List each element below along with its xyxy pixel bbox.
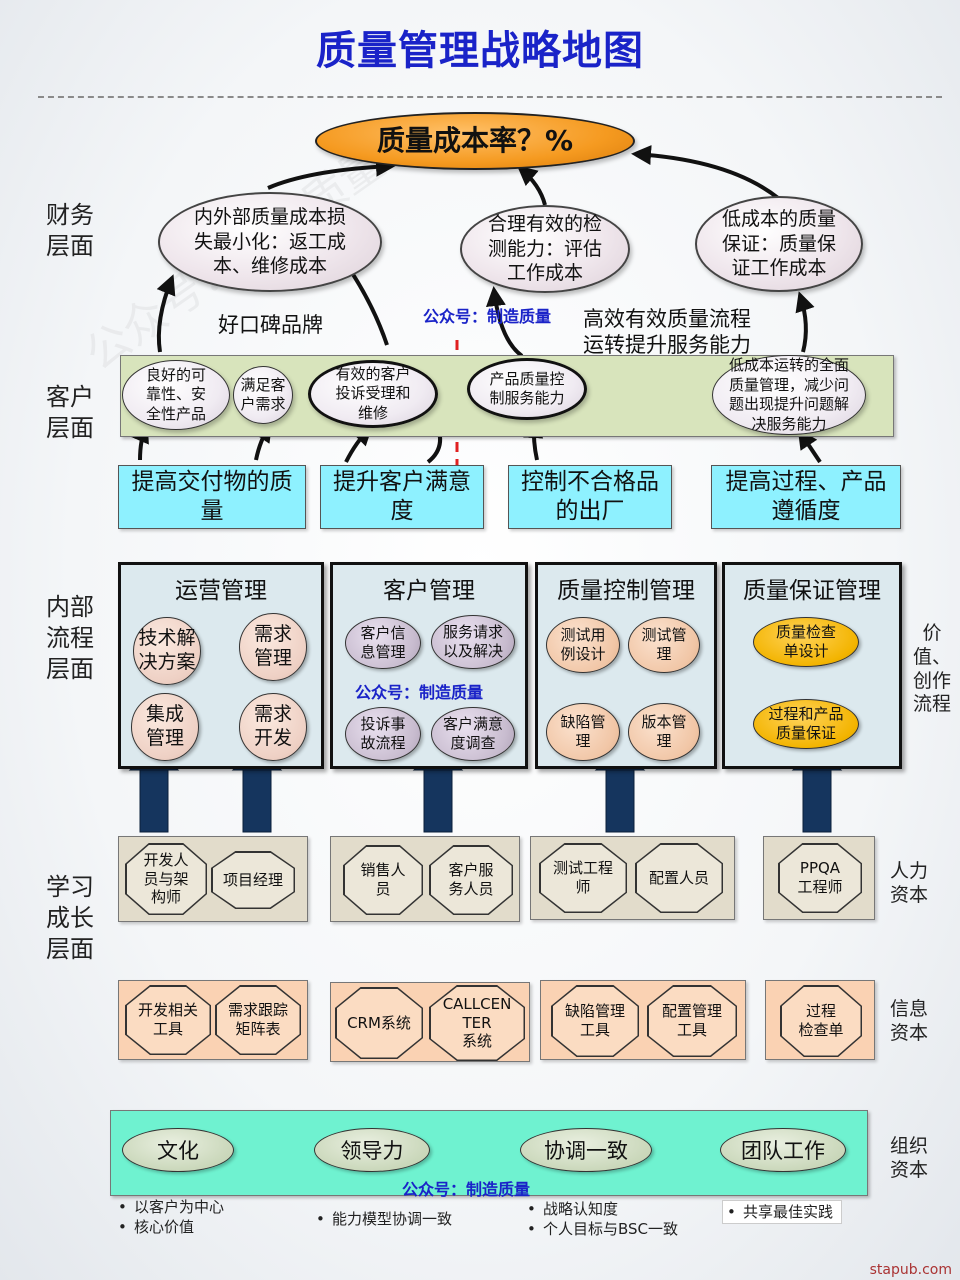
process-item-service-request: 服务请求 以及解决: [431, 615, 515, 669]
org-item-teamwork: 团队工作: [720, 1128, 846, 1172]
layer-label-internal: 内部 流程 层面: [46, 593, 94, 684]
brand-label: 好口碑品牌: [218, 313, 323, 337]
note-list-teamwork: 共享最佳实践: [722, 1200, 843, 1225]
process-box-quality-control: 质量控制管理 测试用 例设计 测试管 理 缺陷管 理 版本管 理: [535, 562, 717, 769]
note-list-culture: 以客户为中心 核心价值: [118, 1197, 224, 1238]
process-title-customer: 客户管理: [383, 578, 475, 604]
process-item-requirement-mgmt: 需求 管理: [239, 613, 307, 681]
arrow-up-2: [242, 769, 272, 833]
side-label-value-process: 价值、 创作 流程: [912, 622, 951, 716]
financial-objective-low-cost-qa: 低成本的质量 保证：质量保 证工作成本: [695, 196, 863, 292]
human-item-test-engineer: 测试工程 师: [539, 843, 627, 913]
arrow-up-4: [605, 769, 635, 833]
org-item-culture: 文化: [122, 1128, 234, 1172]
arrow-cust-to-fin-left: [156, 274, 176, 353]
process-box-operations: 运营管理 技术解 决方案 需求 管理 集成 管理 需求 开发: [118, 562, 324, 769]
process-item-tech-solution: 技术解 决方案: [133, 617, 201, 685]
arrow-up-5: [802, 769, 832, 833]
process-title-quality-assurance: 质量保证管理: [743, 578, 881, 604]
customer-oval-complaint-handling: 有效的客户 投诉受理和 维修: [308, 360, 438, 428]
arrow-fin-left-to-goal: [267, 156, 396, 190]
human-item-sales: 销售人 员: [343, 845, 423, 915]
process-item-process-product-qa: 过程和产品 质量保证: [753, 699, 859, 749]
human-item-customer-service: 客户服 务人员: [429, 845, 513, 915]
watermark-label-1: 公众号：制造质量: [423, 307, 552, 326]
arrow-cust5-to-fin-right: [795, 291, 815, 353]
process-item-test-management: 测试管 理: [628, 617, 700, 673]
arrow-fin-mid-to-goal: [516, 165, 547, 206]
info-capital-group-checklist: 过程 检查单: [765, 980, 875, 1060]
process-item-test-case-design: 测试用 例设计: [546, 617, 620, 673]
process-title-quality-control: 质量控制管理: [557, 578, 695, 604]
human-item-project-manager: 项目经理: [211, 851, 295, 909]
financial-objective-inspection: 合理有效的检 测能力：评估 工作成本: [460, 205, 630, 293]
info-capital-group-crm: CRM系统 CALLCEN TER 系统: [330, 982, 530, 1062]
info-capital-group-defect: 缺陷管理 工具 配置管理 工具: [540, 980, 746, 1060]
process-item-customer-info: 客户信 息管理: [345, 617, 421, 669]
layer-label-learning: 学习 成长 层面: [46, 873, 94, 964]
human-capital-group-test: 测试工程 师 配置人员: [530, 836, 735, 920]
info-item-callcenter: CALLCEN TER 系统: [429, 985, 525, 1061]
info-item-dev-tools: 开发相关 工具: [125, 985, 211, 1055]
process-box-quality-assurance: 质量保证管理 质量检查 单设计 过程和产品 质量保证: [722, 562, 902, 769]
customer-oval-tqm: 低成本运转的全面 质量管理，减少问 题出现提升问题解 决服务能力: [712, 355, 866, 435]
human-capital-group-dev: 开发人 员与架 构师 项目经理: [118, 836, 308, 922]
org-item-leadership: 领导力: [314, 1128, 430, 1172]
note-list-alignment: 战略认知度 个人目标与BSC一致: [527, 1199, 678, 1240]
human-item-developers: 开发人 员与架 构师: [125, 843, 207, 915]
financial-objective-cost-loss: 内外部质量成本损 失最小化：返工成 本、维修成本: [158, 192, 382, 292]
process-item-satisfaction-survey: 客户满意 度调查: [431, 707, 515, 761]
process-item-defect-management: 缺陷管 理: [546, 703, 620, 761]
process-title-operations: 运营管理: [175, 578, 267, 604]
human-capital-group-ppqa: PPQA 工程师: [763, 836, 875, 920]
side-label-info-capital: 信息 资本: [889, 998, 928, 1044]
watermark-label-2: 公众号：制造质量: [355, 683, 484, 702]
side-label-org-capital: 组织 资本: [889, 1135, 928, 1181]
human-item-ppqa: PPQA 工程师: [778, 843, 862, 913]
layer-label-customer: 客户 层面: [46, 383, 94, 443]
process-item-checklist-design: 质量检查 单设计: [753, 617, 859, 667]
goal-box-defect-control: 控制不合格品 的出厂: [508, 465, 672, 529]
title-divider: [38, 96, 942, 98]
layer-label-financial: 财务 层面: [46, 201, 94, 261]
process-item-requirement-dev: 需求 开发: [239, 693, 307, 761]
process-box-customer: 客户管理 客户信 息管理 服务请求 以及解决 公众号：制造质量 投诉事 故流程 …: [330, 562, 528, 769]
info-item-process-checklist: 过程 检查单: [780, 985, 862, 1057]
customer-oval-reliable-product: 良好的可 靠性、安 全性产品: [122, 360, 230, 430]
info-item-config-tool: 配置管理 工具: [647, 985, 737, 1057]
info-item-defect-tool: 缺陷管理 工具: [551, 985, 639, 1057]
side-label-human-capital: 人力 资本: [889, 860, 928, 906]
info-capital-group-dev: 开发相关 工具 需求跟踪 矩阵表: [118, 980, 308, 1060]
human-item-config-staff: 配置人员: [635, 843, 723, 913]
quality-cost-rate-goal: 质量成本率？%: [315, 112, 635, 170]
footer-site: stapub.com: [869, 1262, 952, 1278]
goal-box-deliverable-quality: 提高交付物的质 量: [118, 465, 306, 529]
human-capital-group-sales: 销售人 员 客户服 务人员: [330, 836, 520, 922]
goal-box-customer-satisfaction: 提升客户满意 度: [320, 465, 484, 529]
info-item-crm: CRM系统: [335, 987, 423, 1059]
note-list-leadership: 能力模型协调一致: [316, 1209, 452, 1229]
arrow-cust4-to-fin-mid: [485, 286, 524, 358]
watermark-label-3: 公众号：制造质量: [402, 1180, 531, 1199]
customer-oval-meet-needs: 满足客 户需求: [233, 366, 293, 424]
org-item-alignment: 协调一致: [520, 1128, 652, 1172]
arrow-fin-right-to-goal: [631, 145, 780, 200]
process-item-complaint-flow: 投诉事 故流程: [345, 707, 421, 761]
process-capability-label: 高效有效质量流程 运转提升服务能力: [583, 307, 751, 358]
arrow-up-3: [423, 769, 453, 833]
arrow-up-1: [139, 769, 169, 833]
process-item-version-management: 版本管 理: [628, 703, 700, 761]
process-item-integration: 集成 管理: [131, 693, 199, 761]
customer-oval-quality-control: 产品质量控 制服务能力: [467, 358, 587, 420]
goal-box-process-compliance: 提高过程、产品 遵循度: [711, 465, 901, 529]
info-item-trace-matrix: 需求跟踪 矩阵表: [215, 985, 301, 1055]
page-title: 质量管理战略地图: [316, 28, 644, 74]
